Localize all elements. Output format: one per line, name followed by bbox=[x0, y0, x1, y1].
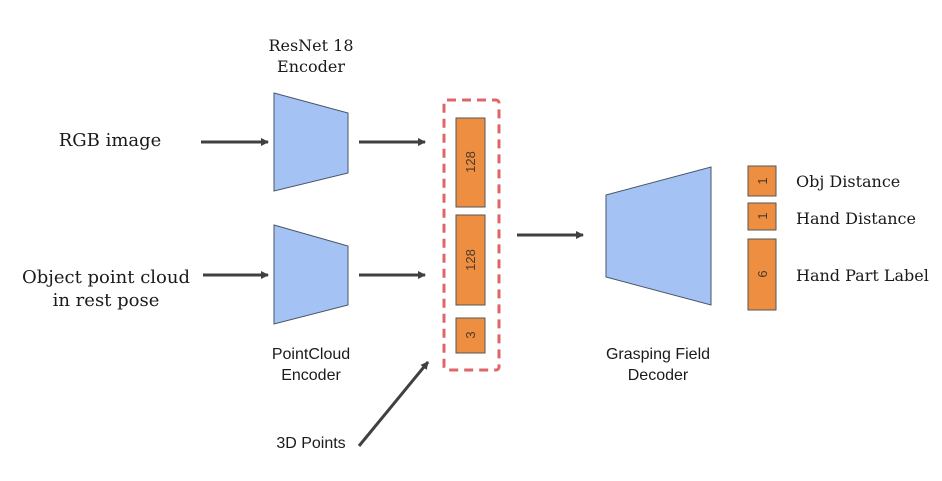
output-hand-distance-box bbox=[747, 202, 777, 231]
pointcloud-encoder-label-line1: PointCloud bbox=[272, 346, 350, 363]
latent-feature-2 bbox=[455, 214, 486, 306]
resnet-encoder-label-line2: Encoder bbox=[277, 57, 345, 76]
output-obj-distance-label: Obj Distance bbox=[796, 172, 900, 191]
output-hand-distance-label: Hand Distance bbox=[796, 209, 916, 228]
object-point-cloud-label-line1: Object point cloud bbox=[22, 267, 190, 288]
resnet-encoder-label-line1: ResNet 18 bbox=[268, 36, 353, 55]
latent-feature-2-dim: 128 bbox=[463, 249, 478, 271]
rgb-image-label: RGB image bbox=[59, 130, 162, 151]
decoder-label-line2: Decoder bbox=[628, 367, 689, 384]
latent-feature-3-dim: 3 bbox=[463, 331, 478, 338]
output-hand-part-label-box bbox=[747, 238, 777, 311]
points-to-latent-arrow bbox=[357, 361, 430, 447]
latent-concat-box bbox=[442, 98, 501, 372]
output-hand-part-label-label: Hand Part Label bbox=[796, 266, 929, 285]
resnet-encoder-trapezoid bbox=[273, 92, 349, 192]
latent-feature-1-dim: 128 bbox=[463, 151, 478, 173]
output-hand-distance-dim: 1 bbox=[755, 212, 770, 219]
pointcloud-encoder-trapezoid bbox=[273, 224, 349, 325]
3d-points-label: 3D Points bbox=[276, 435, 345, 452]
object-point-cloud-label-line2: in rest pose bbox=[53, 290, 160, 311]
output-obj-distance-dim: 1 bbox=[755, 177, 770, 184]
output-hand-part-label-dim: 6 bbox=[755, 270, 770, 277]
latent-feature-1 bbox=[455, 117, 486, 208]
output-obj-distance-box bbox=[747, 165, 777, 197]
grasping-field-decoder-trapezoid bbox=[605, 166, 712, 306]
decoder-label-line1: Grasping Field bbox=[606, 346, 710, 363]
latent-feature-3 bbox=[455, 317, 486, 354]
pointcloud-encoder-label-line2: Encoder bbox=[281, 367, 341, 384]
